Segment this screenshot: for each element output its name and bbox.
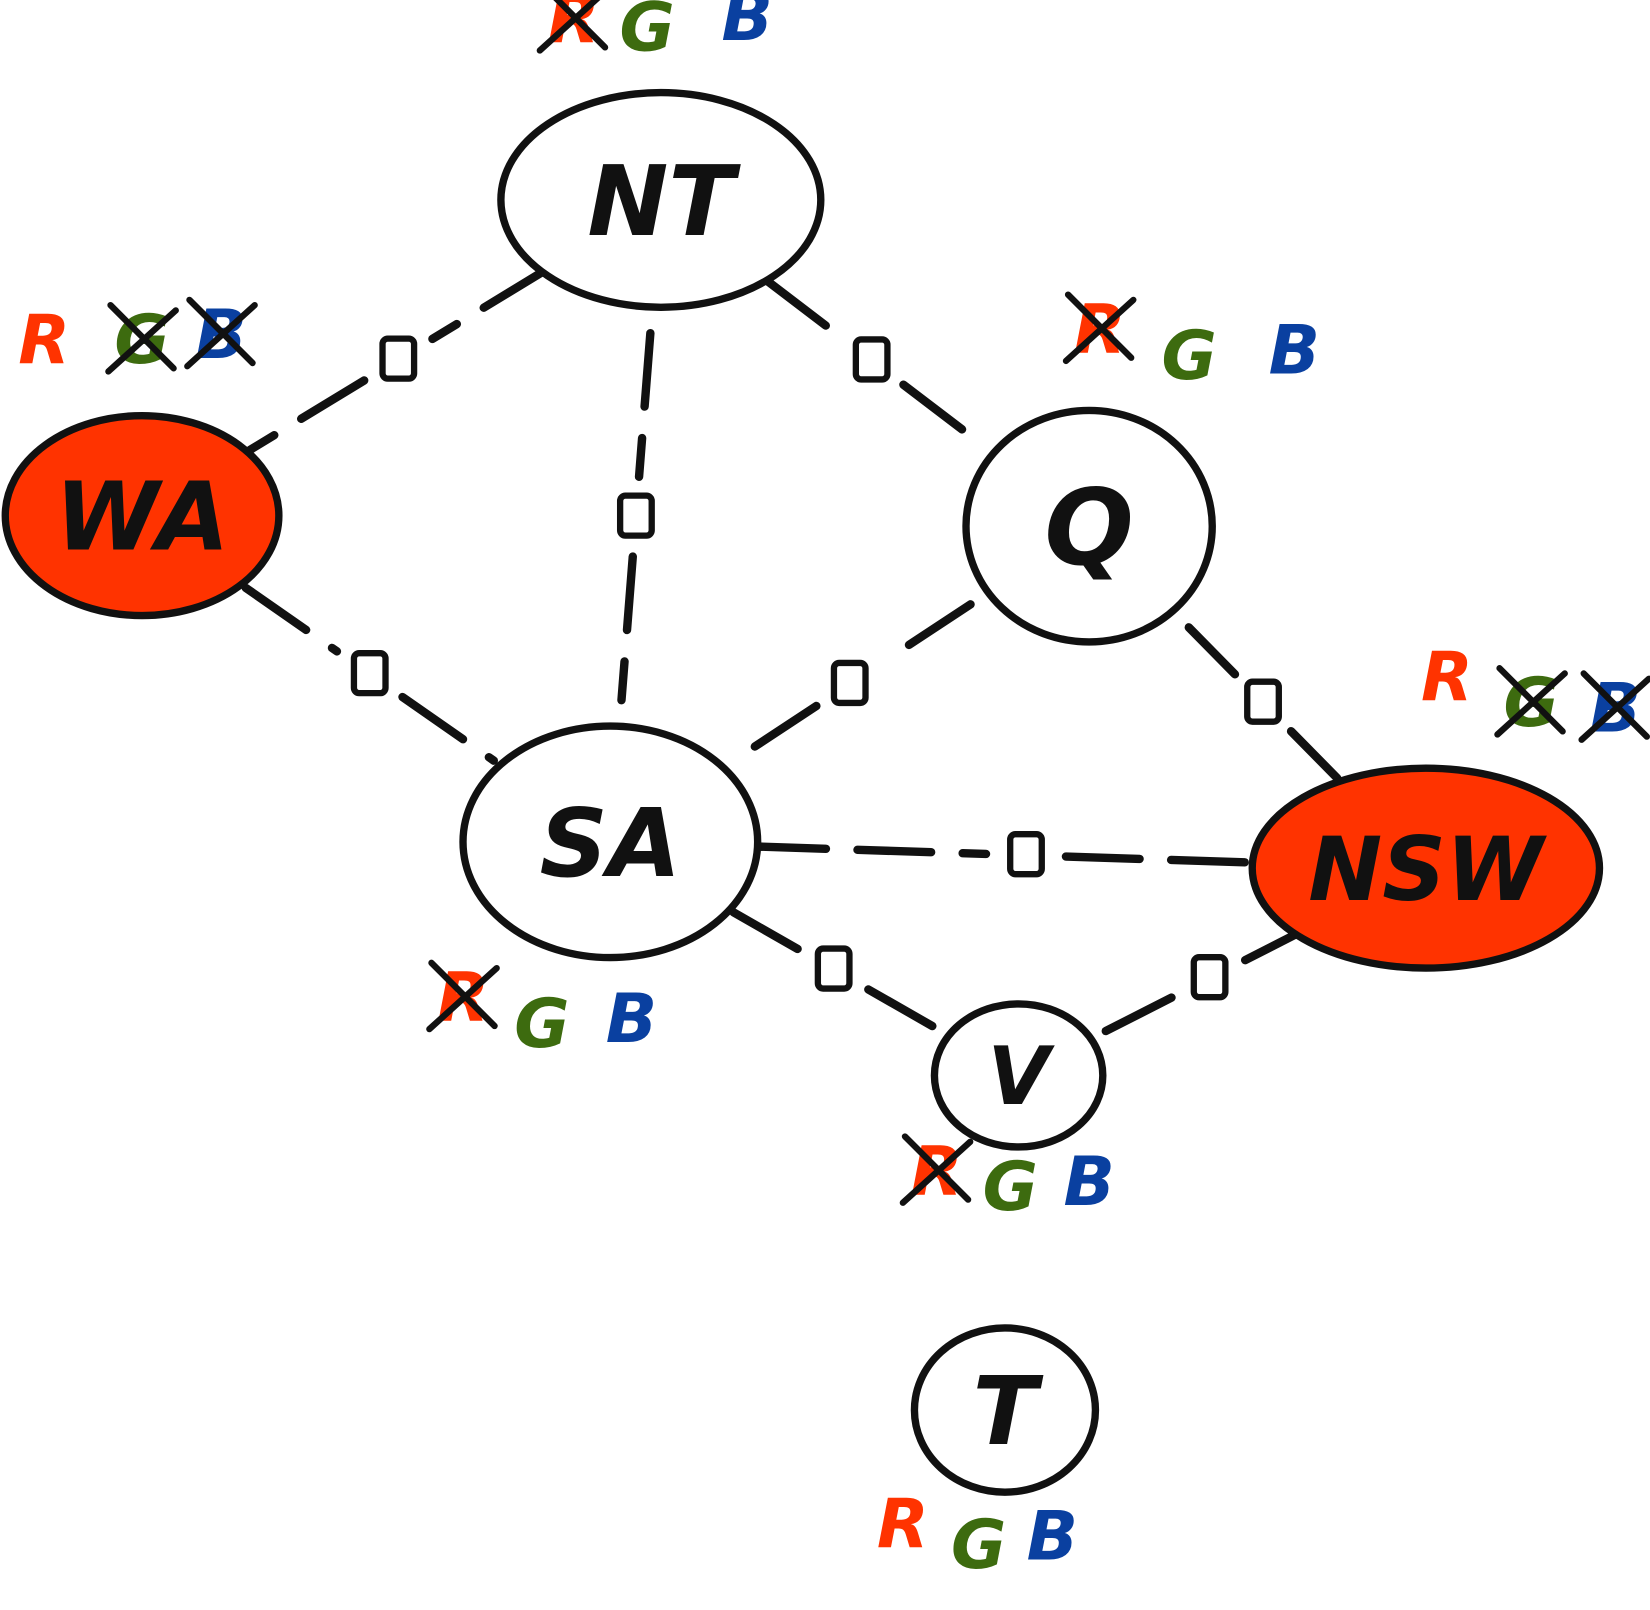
constraint-box	[1007, 831, 1045, 878]
edge-line	[878, 600, 975, 667]
node-ellipse	[497, 88, 825, 311]
domain-value-g: G	[1161, 316, 1216, 395]
domain-value-g: G	[620, 0, 675, 67]
node-ellipse	[459, 722, 762, 962]
domain-value-b: B	[1269, 311, 1320, 390]
node-nsw: NSW	[1248, 764, 1604, 972]
edge-v-nsw	[1101, 921, 1318, 1036]
cross-out-mark	[426, 964, 500, 1033]
edge-sa-v	[729, 908, 938, 1032]
node-t: T	[910, 1324, 1100, 1496]
cross-out-mark	[105, 307, 179, 375]
node-ellipse	[962, 406, 1216, 646]
node-label: NSW	[1308, 818, 1548, 921]
edge-nt-sa	[616, 328, 655, 705]
domain-sa: RGB	[426, 958, 657, 1063]
edge-line	[1184, 623, 1240, 679]
node-sa: SA	[459, 722, 762, 962]
edge-line	[724, 701, 821, 768]
edge-line	[245, 376, 369, 455]
cross-out-mark	[184, 302, 258, 370]
node-ellipse	[910, 1324, 1100, 1496]
node-ellipse	[930, 1000, 1107, 1151]
node-wa: WA	[1, 411, 283, 620]
edge-line	[729, 908, 804, 954]
edge-nt-wa	[245, 265, 551, 455]
node-label: Q	[1044, 466, 1133, 589]
node-ellipse	[1248, 764, 1604, 972]
edge-line	[1286, 727, 1342, 783]
edge-line	[617, 552, 637, 705]
domain-value-b: B	[1027, 1496, 1078, 1575]
edge-line	[1061, 852, 1304, 869]
constraint-box	[1190, 954, 1229, 1001]
domain-value-g: G	[951, 1505, 1006, 1584]
domain-value-r: R	[548, 0, 600, 58]
constraint-box	[350, 650, 389, 697]
edge-q-sa	[724, 600, 975, 768]
domain-value-r: R	[18, 300, 70, 379]
edge-line	[1101, 992, 1179, 1036]
edge-line	[428, 265, 551, 344]
domain-value-r: R	[1421, 637, 1473, 716]
domain-value-b: B	[606, 979, 657, 1058]
edge-wa-sa	[241, 583, 498, 765]
node-label: NT	[587, 145, 741, 258]
domain-wa: RGB	[18, 295, 258, 379]
node-v: V	[930, 1000, 1107, 1151]
constraint-box	[379, 335, 418, 382]
constraint-box	[814, 945, 853, 992]
domain-value-b: B	[1063, 1142, 1114, 1221]
edge-sa-nsw	[748, 831, 1304, 878]
domain-value-b: B	[721, 0, 772, 56]
node-ellipse	[1, 411, 283, 620]
node-nt: NT	[497, 88, 825, 311]
cross-out-mark	[899, 1138, 974, 1206]
node-label: WA	[55, 463, 229, 573]
node-label: SA	[540, 789, 681, 899]
cross-out-mark	[1578, 675, 1650, 743]
domain-value-g: G	[983, 1147, 1038, 1226]
constraint-box	[1244, 678, 1282, 725]
edge-line	[864, 985, 938, 1032]
constraint-box	[616, 492, 655, 539]
constraint-box	[852, 336, 891, 383]
edge-line	[899, 380, 981, 445]
cross-out-mark	[1062, 296, 1137, 365]
edge-line	[634, 328, 655, 482]
edge-line	[398, 692, 498, 765]
domain-value-r: R	[877, 1484, 929, 1563]
node-q: Q	[962, 406, 1216, 646]
domain-value-g: G	[514, 984, 569, 1063]
node-label: T	[973, 1357, 1044, 1467]
edge-nt-q	[762, 276, 981, 445]
constraint-box	[830, 659, 869, 707]
edge-line	[241, 583, 342, 656]
edge-line	[762, 276, 845, 341]
domain-q: RGB	[1062, 290, 1320, 395]
cross-out-mark	[1494, 670, 1568, 738]
edge-q-nsw	[1184, 623, 1342, 783]
cross-out-mark	[536, 0, 601, 54]
domain-nsw: RGB	[1421, 637, 1650, 747]
domain-v: RGB	[899, 1131, 1115, 1226]
edge-line	[748, 842, 991, 859]
node-label: V	[988, 1030, 1056, 1123]
